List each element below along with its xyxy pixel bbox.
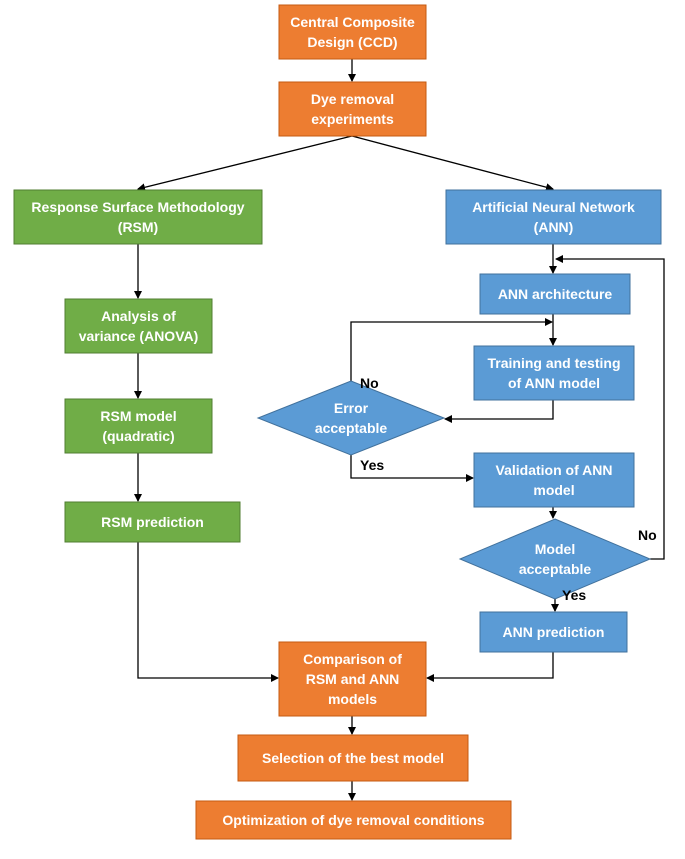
node-label-line: Central Composite [290, 14, 415, 30]
node-label-line: models [328, 691, 377, 707]
node-label-line: RSM and ANN [306, 671, 400, 687]
connector-arrows [134, 59, 665, 801]
node-dye-exp: Dye removal experiments [278, 81, 427, 137]
node-box [479, 611, 628, 653]
node-box [64, 298, 213, 354]
branch-label-error-no: No [360, 375, 379, 391]
node-label-line: Analysis of [101, 308, 176, 324]
edge-model-no-loop [555, 255, 665, 560]
node-label-line: Response Surface Methodology [31, 199, 244, 215]
node-label-line: Dye removal [311, 91, 394, 107]
node-box [13, 189, 263, 245]
decision-diamond [458, 518, 652, 600]
node-box [64, 501, 241, 543]
node-box [479, 273, 631, 315]
edge-ann-pred-to-comparison [426, 652, 554, 682]
node-rsm-model: RSM model (quadratic) [64, 398, 213, 454]
node-label-line: variance (ANOVA) [79, 328, 199, 344]
node-label-line: Error [334, 400, 369, 416]
node-label-line: model [533, 482, 574, 498]
node-box [278, 81, 427, 137]
node-comparison: Comparison of RSM and ANN models [278, 641, 427, 717]
edge-experiments-to-ann [351, 135, 554, 192]
node-label-line: RSM model [100, 408, 176, 424]
node-train-test: Training and testing of ANN model [473, 345, 635, 401]
node-selection: Selection of the best model [237, 734, 469, 782]
node-box [473, 345, 635, 401]
node-error-ok: Error acceptable [256, 380, 446, 456]
node-label-line: Artificial Neural Network [472, 199, 635, 215]
branch-label-model-yes: Yes [562, 587, 586, 603]
node-label-line: acceptable [315, 420, 388, 436]
node-label-line: (ANN) [534, 219, 574, 235]
node-label-line: of ANN model [508, 375, 600, 391]
node-box [445, 189, 662, 245]
decision-diamond [256, 380, 446, 456]
node-label-line: Design (CCD) [307, 34, 397, 50]
node-box [278, 4, 427, 60]
node-label-line: Training and testing [487, 355, 620, 371]
branch-label-model-no: No [638, 527, 657, 543]
edge-training-to-error [444, 400, 554, 423]
node-ann: Artificial Neural Network (ANN) [445, 189, 662, 245]
node-label-line: Validation of ANN [496, 462, 613, 478]
node-label-line: experiments [311, 111, 394, 127]
node-anova: Analysis of variance (ANOVA) [64, 298, 213, 354]
node-rsm: Response Surface Methodology (RSM) [13, 189, 263, 245]
edge-error-yes-to-validation [350, 455, 474, 482]
node-label-line: Optimization of dye removal conditions [222, 812, 484, 828]
node-box [237, 734, 469, 782]
node-label-line: acceptable [519, 561, 592, 577]
node-label-line: ANN architecture [498, 286, 613, 302]
node-model-ok: Model acceptable [458, 518, 652, 600]
node-label-line: Model [535, 541, 575, 557]
node-box [195, 800, 512, 840]
edge-rsm-pred-to-comparison [137, 542, 279, 682]
node-label-line: Comparison of [303, 651, 402, 667]
node-ann-arch: ANN architecture [479, 273, 631, 315]
node-box [278, 641, 427, 717]
node-box [473, 452, 635, 508]
node-label-line: ANN prediction [503, 624, 605, 640]
node-label-line: (RSM) [118, 219, 158, 235]
node-validation: Validation of ANN model [473, 452, 635, 508]
branch-label-error-yes: Yes [360, 457, 384, 473]
node-rsm-pred: RSM prediction [64, 501, 241, 543]
node-ann-pred: ANN prediction [479, 611, 628, 653]
node-optimization: Optimization of dye removal conditions [195, 800, 512, 840]
node-label-line: (quadratic) [102, 428, 174, 444]
node-label-line: RSM prediction [101, 514, 204, 530]
edge-error-no-loop [350, 318, 553, 381]
node-label-line: Selection of the best model [262, 750, 444, 766]
node-box [64, 398, 213, 454]
edge-experiments-to-rsm [137, 135, 353, 192]
